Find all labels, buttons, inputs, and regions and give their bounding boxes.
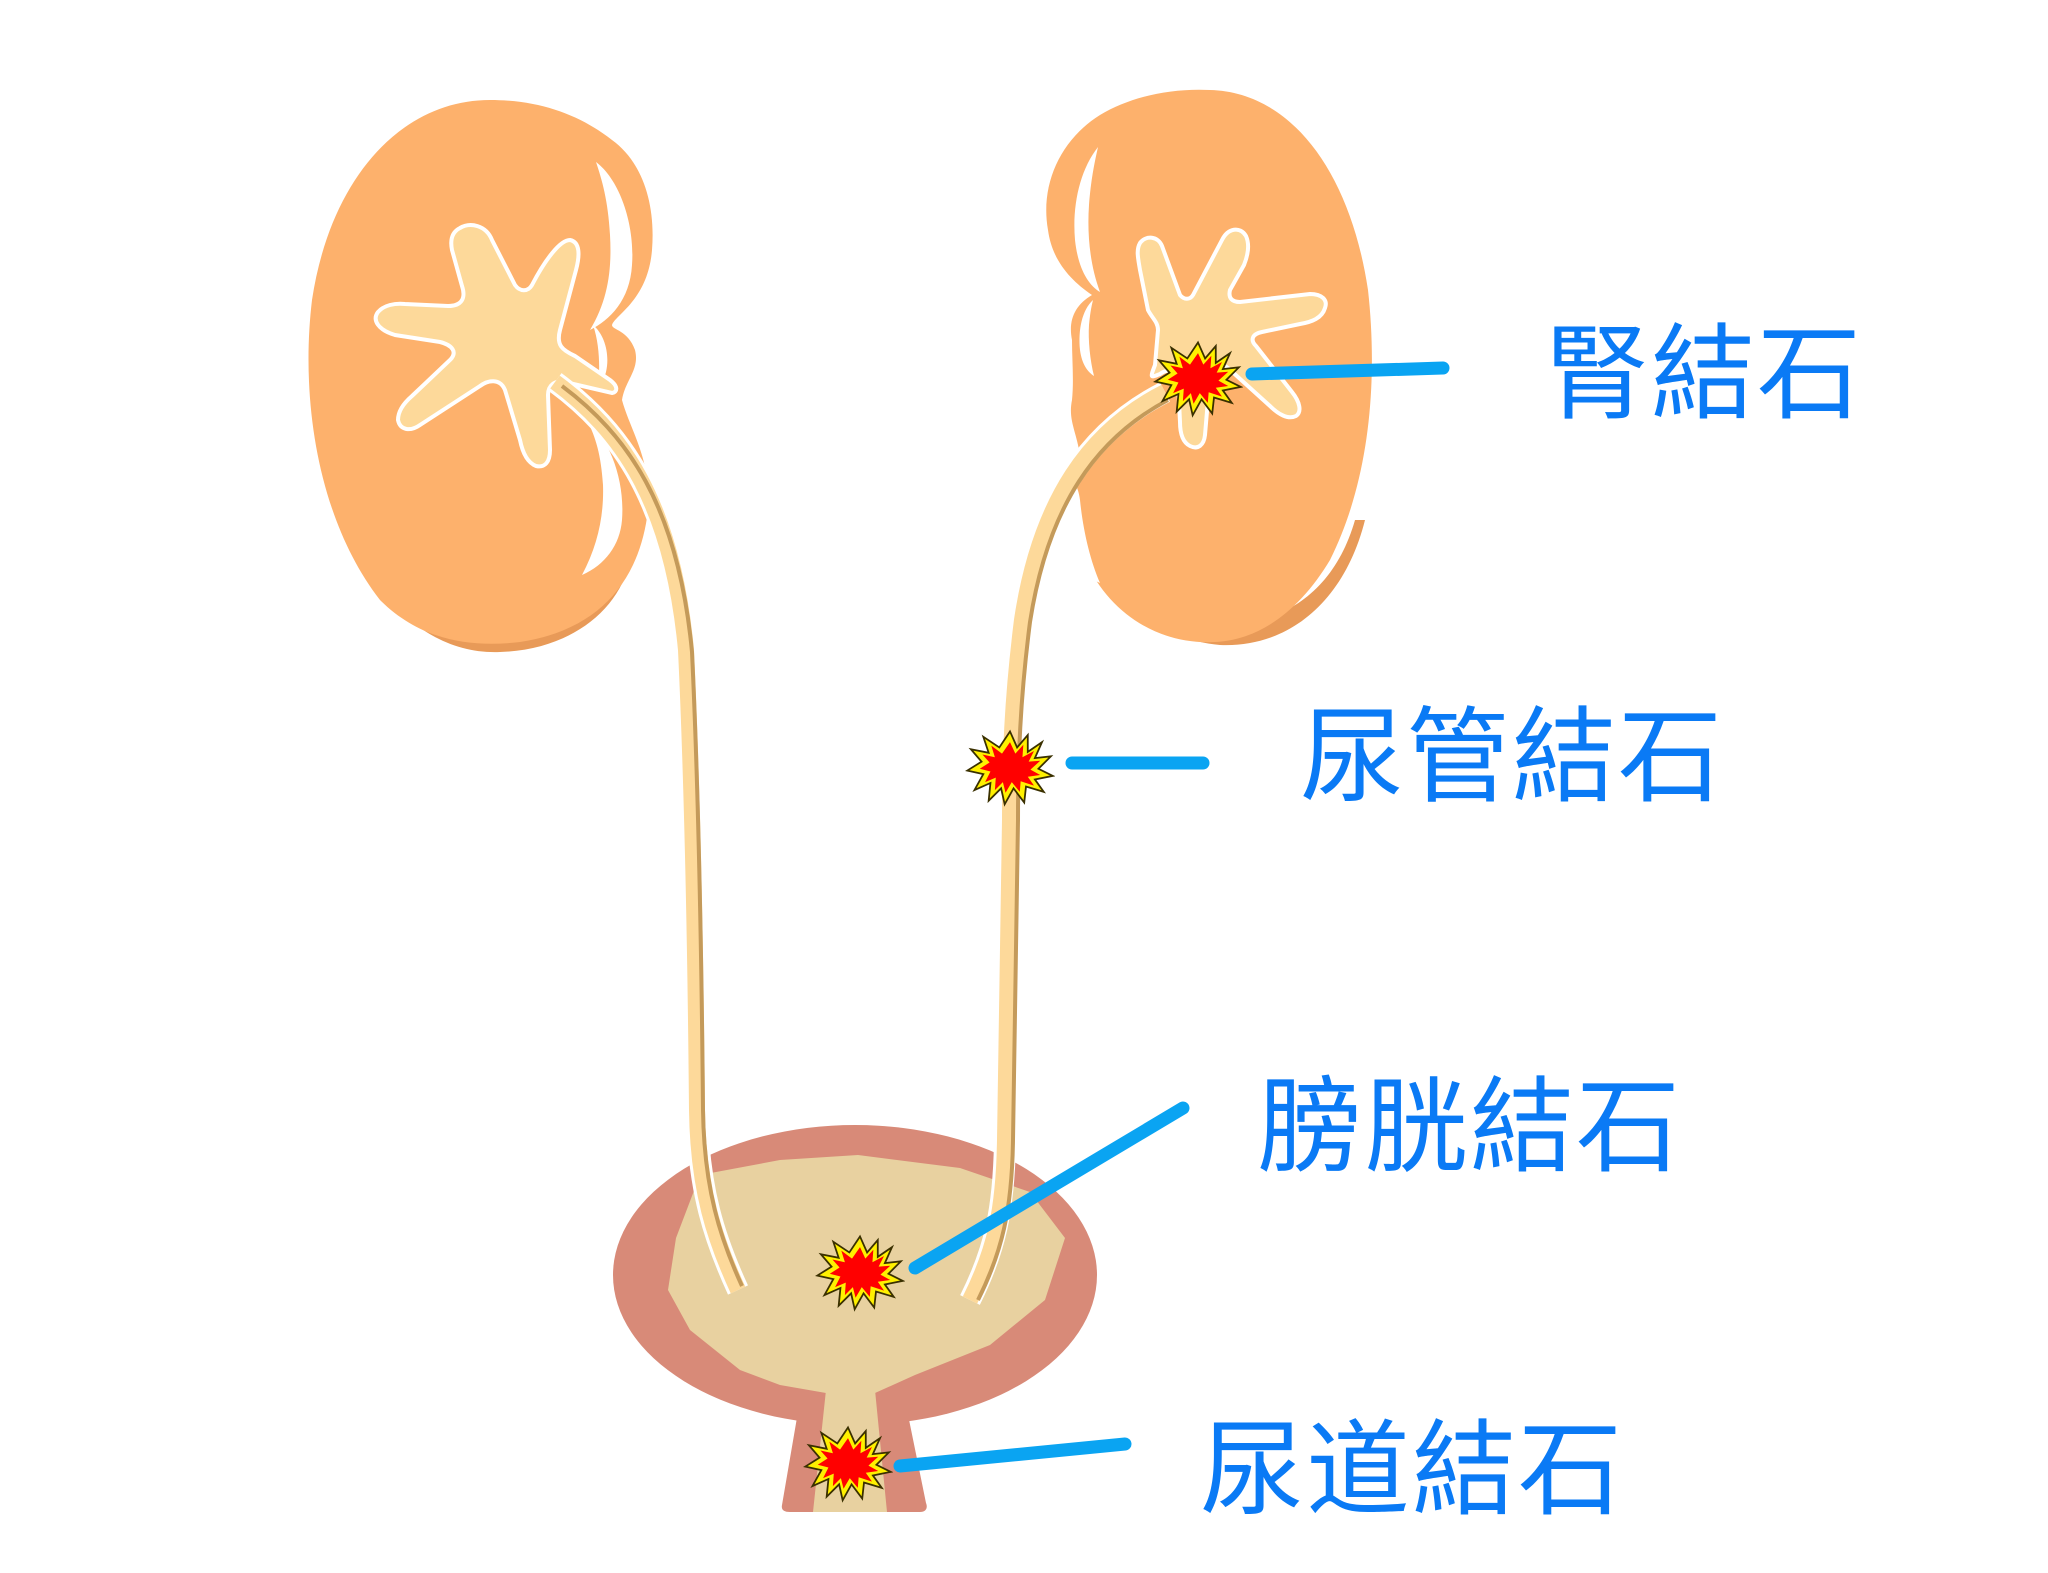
left-kidney-highlight-bottom: [582, 420, 623, 575]
ureter-stone-label: 尿管結石: [1300, 696, 1725, 818]
left-ureter: [550, 375, 746, 1294]
left-ureter-shade: [560, 384, 744, 1287]
kidney-stone-label: 腎結石: [1545, 313, 1864, 435]
ureters: [548, 373, 1171, 1305]
pointer-lines: [893, 361, 1450, 1473]
left-kidney-highlight-mid: [593, 325, 608, 388]
right-kidney-highlight-top: [1074, 147, 1100, 292]
left-kidney: [308, 100, 653, 653]
bladder-stone-label: 膀胱結石: [1258, 1066, 1683, 1188]
ureter-stone-icon: [966, 730, 1054, 806]
kidney-stone-pointer: [1245, 361, 1450, 381]
urethra-stone-label: 尿道結石: [1200, 1409, 1625, 1531]
bladder-stone-pointer: [908, 1101, 1190, 1275]
left-kidney-highlight-top: [590, 162, 633, 330]
urethra-stone-pointer: [893, 1437, 1132, 1473]
left-kidney-pelvis: [373, 223, 619, 469]
right-kidney-highlight-mid: [1079, 300, 1094, 376]
right-ureter-shade: [976, 398, 1169, 1301]
right-ureter: [962, 384, 1169, 1304]
